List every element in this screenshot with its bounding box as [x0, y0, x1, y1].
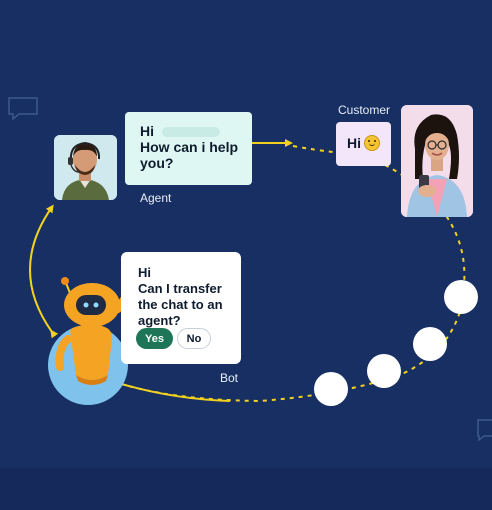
agent-message-line: How can i help — [140, 139, 239, 155]
bot-greeting: Hi — [138, 265, 151, 280]
agent-message-line: you? — [140, 155, 174, 171]
agent-avatar — [54, 135, 117, 200]
smiling-face-icon — [364, 135, 380, 151]
waiting-circle-icon — [413, 327, 447, 361]
no-button[interactable]: No — [177, 328, 211, 349]
agent-greeting: Hi — [140, 123, 154, 139]
flow-line-agent-to-customer-dashed — [292, 145, 334, 153]
waiting-circle-icon — [367, 354, 401, 388]
chat-bubble-icon — [8, 97, 38, 121]
bot-message-bubble: Hi Can I transfer the chat to an agent? … — [121, 252, 241, 364]
bot-message-line: agent? — [138, 313, 181, 328]
yes-button[interactable]: Yes — [136, 328, 173, 349]
bot-message-line: Can I transfer — [138, 281, 222, 296]
agent-message-bubble: Hi How can i help you? — [125, 112, 252, 185]
footer-band — [0, 468, 492, 510]
waiting-circle-icon — [314, 372, 348, 406]
customer-avatar — [401, 105, 473, 217]
customer-label: Customer — [338, 103, 391, 117]
chat-bubble-icon — [477, 419, 492, 442]
bot-quick-replies: Yes No — [136, 328, 211, 349]
bot-label: Bot — [220, 371, 239, 385]
flow-line-queue-solid — [114, 381, 231, 402]
bot-message-line: the chat to an — [138, 297, 223, 312]
customer-message-bubble: Hi — [336, 122, 391, 166]
customer-message: Hi — [347, 135, 361, 151]
flow-line-bot-to-agent — [29, 204, 59, 339]
waiting-circle-icon — [444, 280, 478, 314]
agent-label: Agent — [140, 191, 172, 205]
redacted-name — [162, 127, 220, 138]
